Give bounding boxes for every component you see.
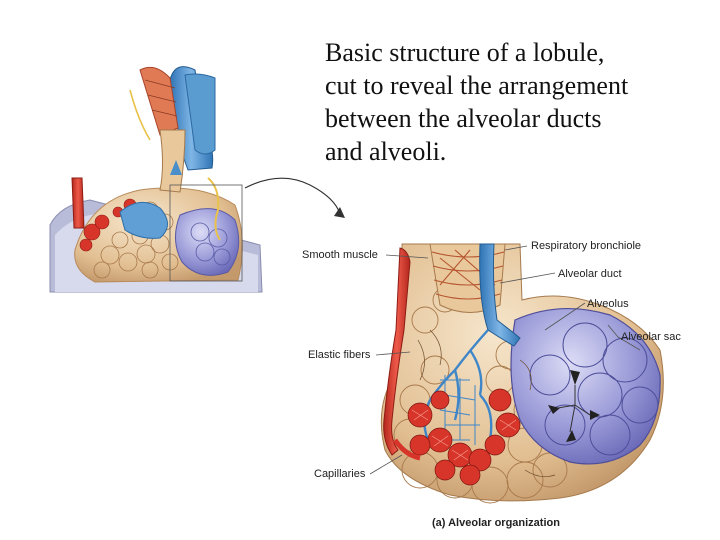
zoom-arrow [244,177,345,218]
pulmonary-arteriole [383,247,411,456]
label-elastic-fibers: Elastic fibers [308,349,371,361]
small-vein [184,73,216,155]
figure-caption: (a) Alveolar organization [432,517,560,529]
figure-title: Alveolar organization [448,517,560,529]
small-lobule [49,66,263,293]
label-alveolar-duct: Alveolar duct [558,268,622,280]
caption-line-4: and alveoli. [325,137,447,166]
small-muscle-wrap [139,66,179,136]
small-alveolar-sac [175,208,240,276]
small-airflow-arrow [170,160,182,175]
pulmonary-venule [479,243,521,347]
blue-capillary-net [430,375,480,445]
label-respiratory-bronchiole: Respiratory bronchiole [531,240,642,252]
small-artery [71,177,85,229]
label-alveolar-sac: Alveolar sac [621,331,681,343]
small-airway-stalk [159,129,186,193]
elastic-fiber-strands [417,329,556,477]
slide-caption: Basic structure of a lobule, cut to reve… [325,36,685,168]
alveolar-organization-figure [369,243,664,504]
small-bronchiole-branches [119,201,168,239]
label-alveolus: Alveolus [587,298,629,310]
label-capillaries: Capillaries [314,468,366,480]
caption-line-3: between the alveolar ducts [325,104,602,133]
label-smooth-muscle: Smooth muscle [302,249,378,261]
leader-lines [369,245,641,475]
caption-line-2: cut to reveal the arrangement [325,71,629,100]
alveolar-sac [510,308,661,465]
figure-part: (a) [432,517,446,529]
caption-line-1: Basic structure of a lobule, [325,38,605,67]
blue-capillary-branches [423,329,493,441]
sac-airflow-arrows [548,370,600,442]
small-capillaries [79,198,137,252]
sac-alveoli [529,322,659,456]
inset-box [169,184,243,282]
